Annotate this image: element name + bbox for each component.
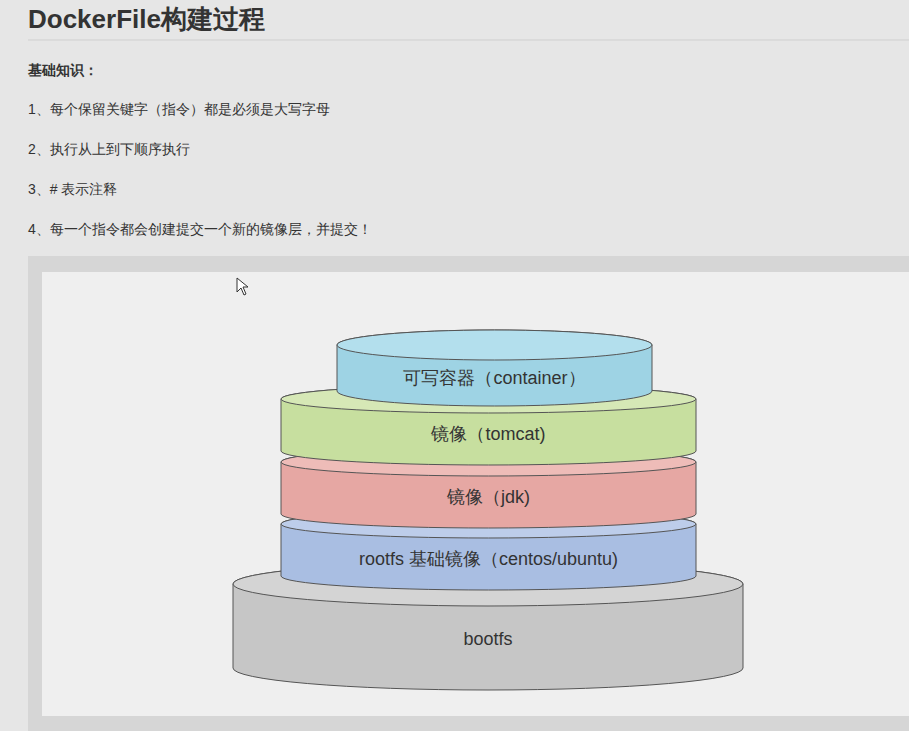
section-heading: 基础知识： <box>28 62 98 80</box>
title-rule <box>28 40 909 41</box>
cylinder-top <box>281 385 696 413</box>
list-item: 4、每一个指令都会创建提交一个新的镜像层，并提交！ <box>28 221 372 239</box>
layer-label: 镜像（tomcat) <box>281 422 696 446</box>
layer-label: bootfs <box>233 629 743 650</box>
image-layer-cylinder: 可写容器（container） <box>337 330 652 406</box>
cylinder-body <box>281 448 696 528</box>
cylinder-top <box>281 510 696 538</box>
list-item: 3、# 表示注释 <box>28 181 117 199</box>
layer-label: rootfs 基础镜像（centos/ubuntu) <box>281 547 696 571</box>
cylinder-body <box>337 330 652 406</box>
page-title: DockerFile构建过程 <box>28 2 265 37</box>
cylinder-top <box>337 330 652 360</box>
cylinder-body <box>281 510 696 590</box>
cylinder-top <box>281 448 696 476</box>
figure-ground <box>42 272 909 716</box>
cylinder-top <box>233 562 743 606</box>
layer-label: 可写容器（container） <box>337 366 652 390</box>
mouse-cursor <box>237 278 248 295</box>
list-item: 1、每个保留关键字（指令）都是必须是大写字母 <box>28 101 330 119</box>
cylinder-body <box>233 562 743 690</box>
list-item: 2、执行从上到下顺序执行 <box>28 141 190 159</box>
figure-panel <box>28 256 909 731</box>
layer-label: 镜像（jdk) <box>281 485 696 509</box>
cylinder-body <box>281 385 696 465</box>
